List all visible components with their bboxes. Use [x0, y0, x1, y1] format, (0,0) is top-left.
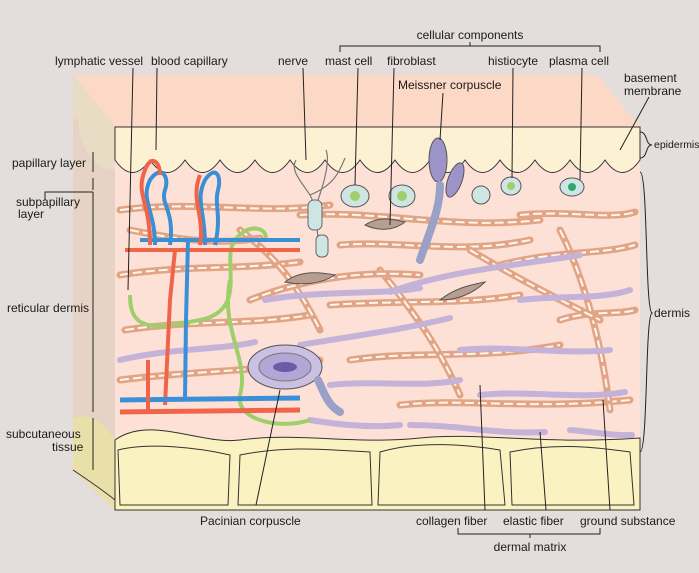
leader-lines — [44, 42, 654, 538]
collagen-fiber-highlight — [559, 229, 611, 411]
top-face — [73, 75, 640, 127]
fibroblast — [363, 218, 407, 230]
collagen-fiber-highlight — [499, 244, 636, 266]
label-histiocyte: histiocyte — [488, 54, 538, 68]
label-collagen-fiber: collagen fiber — [416, 514, 487, 528]
pacinian-corpuscle — [247, 344, 344, 416]
collagen-fiber-highlight — [249, 272, 421, 301]
label-blood-capillary: blood capillary — [151, 54, 228, 68]
label-cellular-components: cellular components — [417, 28, 524, 42]
label-basement-membrane-2: membrane — [624, 84, 682, 98]
elastic-fibers — [117, 252, 635, 439]
cells — [283, 176, 585, 301]
label-nerve: nerve — [278, 54, 308, 68]
blood-capillary — [119, 159, 301, 415]
label-papillary-layer: papillary layer — [12, 156, 86, 170]
collagen-fiber-highlight — [329, 294, 521, 306]
label-subcutaneous-tissue-2: tissue — [52, 440, 84, 454]
collagen-fiber-highlight — [339, 239, 531, 248]
label-epidermis: epidermis — [654, 139, 699, 151]
collagen-fiber-highlight — [519, 211, 636, 217]
label-dermal-matrix: dermal matrix — [494, 540, 567, 554]
label-pacinian-corpuscle: Pacinian corpuscle — [200, 514, 301, 528]
lymphatic-vessel — [128, 226, 311, 426]
collagen-fiber-highlight — [299, 213, 541, 224]
label-basement-membrane: basement — [624, 71, 677, 85]
nerve — [293, 149, 346, 258]
subcutaneous-fat — [72, 429, 641, 511]
epidermis-region — [114, 126, 641, 173]
collagen-fiber-highlight — [559, 309, 636, 321]
label-dermis: dermis — [654, 306, 690, 320]
label-fibroblast: fibroblast — [387, 54, 436, 68]
label-mast-cell: mast cell — [325, 54, 372, 68]
left-face-fat — [73, 416, 115, 510]
label-lymphatic-vessel: lymphatic vessel — [55, 54, 143, 68]
left-face — [73, 75, 115, 510]
label-meissner-corpuscle: Meissner corpuscle — [398, 78, 502, 92]
label-subpapillary-layer: subpapillary — [16, 195, 80, 209]
collagen-fiber-highlight — [469, 249, 601, 321]
collagen-fiber — [396, 396, 634, 409]
label-subcutaneous-tissue: subcutaneous — [6, 427, 81, 441]
collagen-fiber-highlight — [124, 314, 311, 331]
label-ground-substance: ground substance — [580, 514, 676, 528]
label-reticular-dermis: reticular dermis — [7, 301, 89, 315]
label-elastic-fiber: elastic fiber — [503, 514, 564, 528]
left-face-epidermis — [73, 75, 115, 170]
label-subpapillary-layer-2: layer — [18, 207, 44, 221]
label-plasma-cell: plasma cell — [549, 54, 609, 68]
meissner-corpuscle — [416, 137, 465, 264]
